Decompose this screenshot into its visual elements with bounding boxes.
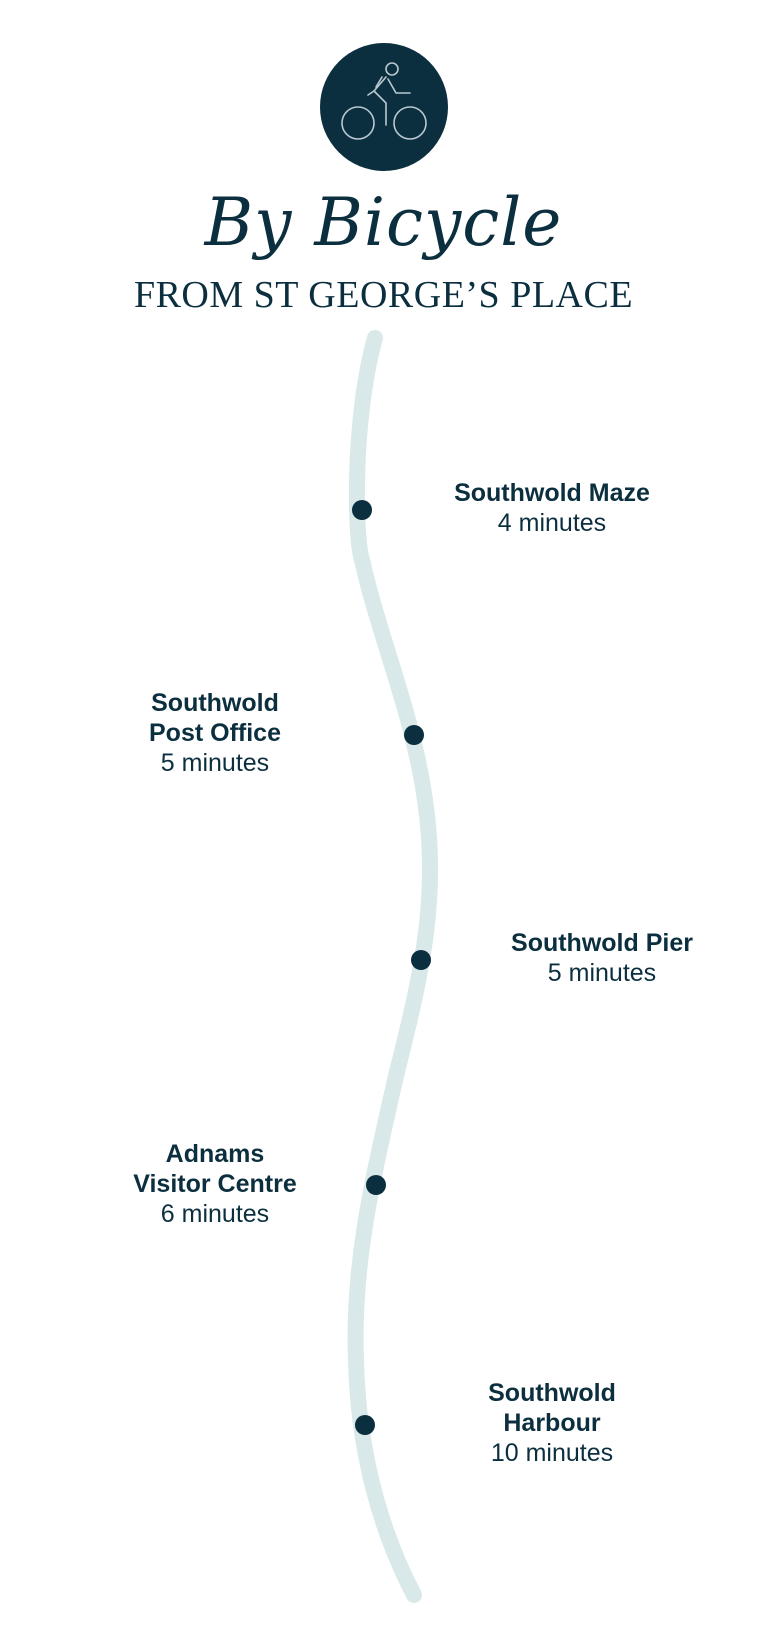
route-line (347, 330, 439, 1603)
bicycle-icon-badge (320, 43, 448, 171)
bicycle-icon (341, 62, 427, 140)
stop-name: Southwold Pier (511, 929, 693, 957)
stop-name: Adnams Visitor Centre (133, 1140, 297, 1198)
route-line-tail (377, 1507, 417, 1598)
stop-southwold-maze: Southwold Maze 4 minutes (432, 478, 672, 538)
stop-time: 5 minutes (547, 959, 657, 987)
stop-time: 4 minutes (497, 509, 607, 537)
subtitle: FROM ST GEORGE’S PLACE (133, 274, 634, 316)
stop-name: Southwold Maze (454, 479, 650, 507)
stop-marker (355, 1415, 375, 1435)
stop-adnams-visitor-centre: Adnams Visitor Centre 6 minutes (95, 1139, 335, 1229)
stop-marker (366, 1175, 386, 1195)
stop-southwold-pier: Southwold Pier 5 minutes (482, 928, 722, 988)
stop-time: 6 minutes (160, 1200, 270, 1228)
stop-southwold-harbour: Southwold Harbour 10 minutes (432, 1378, 672, 1468)
stop-name: Southwold Post Office (149, 689, 281, 747)
stop-marker (352, 500, 372, 520)
stop-marker (411, 950, 431, 970)
stop-southwold-post-office: Southwold Post Office 5 minutes (95, 688, 335, 778)
stop-time: 10 minutes (490, 1439, 614, 1467)
script-title: By Bicycle (204, 184, 563, 261)
stop-name: Southwold Harbour (488, 1379, 616, 1437)
stop-time: 5 minutes (160, 749, 270, 777)
stop-marker (404, 725, 424, 745)
